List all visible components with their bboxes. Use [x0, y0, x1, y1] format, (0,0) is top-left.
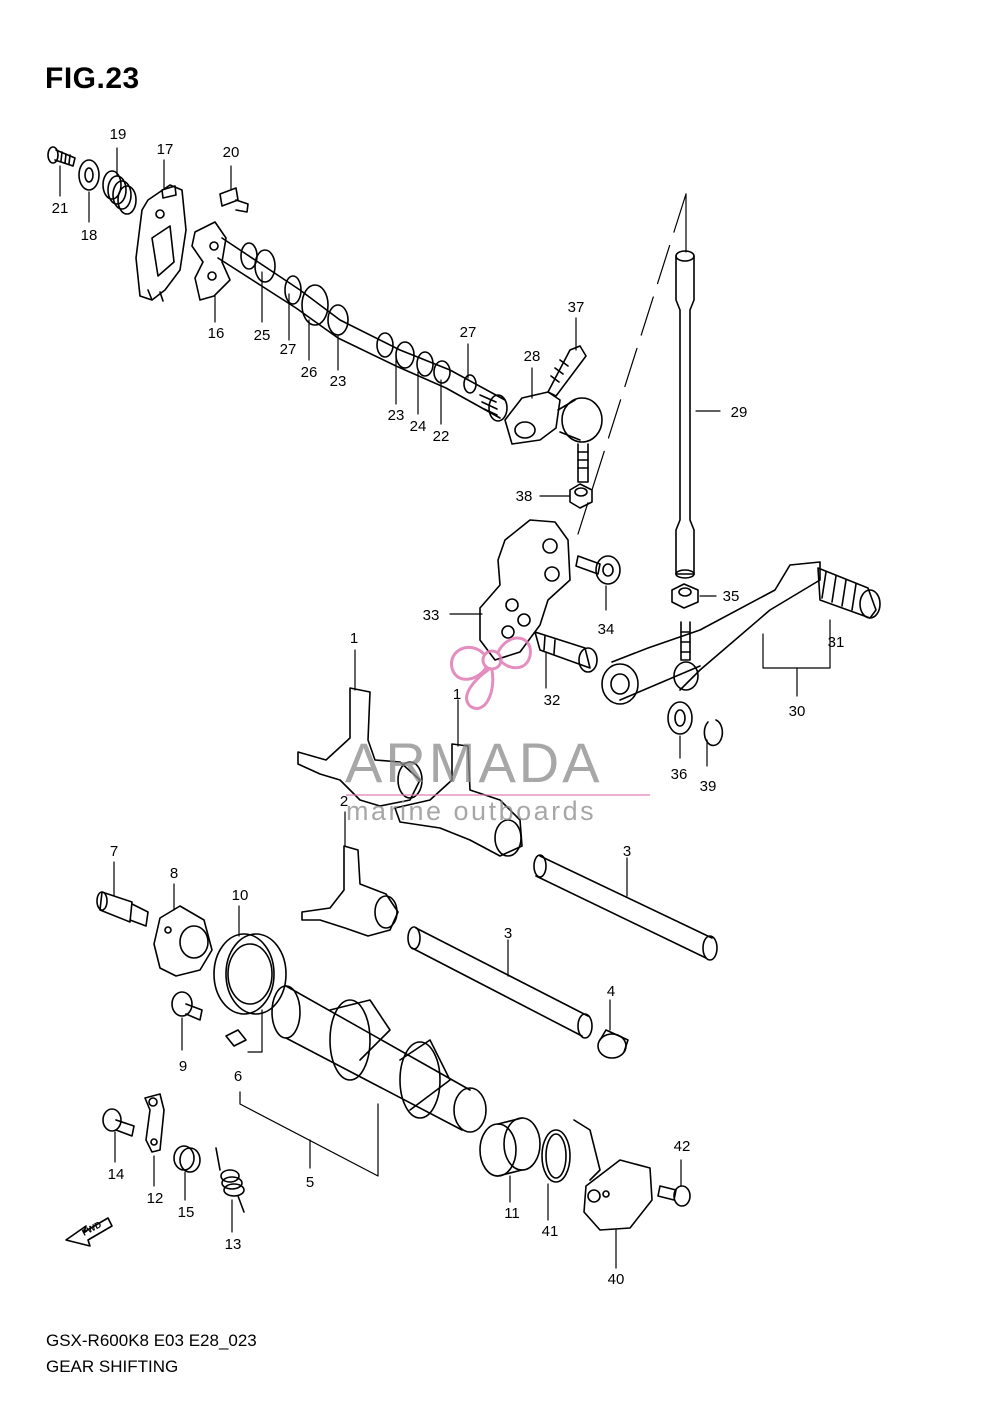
callout-3: 3	[504, 925, 512, 942]
part-35-nut	[671, 583, 699, 609]
callout-31: 31	[828, 634, 845, 651]
part-21-bolt	[47, 146, 76, 167]
callout-27: 27	[460, 324, 477, 341]
part-5-shift-cam	[271, 985, 487, 1133]
callout-2: 2	[340, 793, 348, 810]
shift-lever-joint	[504, 345, 603, 509]
part-2-fork	[301, 845, 399, 937]
callout-30: 30	[789, 703, 806, 720]
callout-8: 8	[170, 865, 178, 882]
part-29-rod	[675, 250, 695, 579]
callout-40: 40	[608, 1271, 625, 1288]
watermark-brand: ARMADA	[345, 731, 603, 794]
part-20-bolt	[219, 187, 249, 213]
callout-32: 32	[544, 692, 561, 709]
callout-41: 41	[542, 1223, 559, 1240]
callout-42: 42	[674, 1138, 691, 1155]
part-13-spring	[215, 1147, 245, 1213]
callout-23: 23	[388, 407, 405, 424]
part-16-arm	[191, 221, 231, 301]
part-17-plate	[135, 184, 187, 302]
callout-28: 28	[524, 348, 541, 365]
footer-model-code: GSX-R600K8 E03 E28_023	[46, 1331, 257, 1350]
watermark-logo	[450, 636, 532, 710]
part-6-pin	[225, 1029, 247, 1047]
callout-15: 15	[178, 1204, 195, 1221]
part-30-shift-lever	[601, 561, 821, 705]
callout-18: 18	[81, 227, 98, 244]
callout-7: 7	[110, 843, 118, 860]
callout-4: 4	[607, 983, 615, 1000]
callout-27: 27	[280, 341, 297, 358]
part-32-pivot	[534, 631, 598, 673]
shift-shaft-assembly	[47, 146, 508, 422]
callout-labels: 1 1 2 3 3 4 5 6 7 8 9 10 11 12 13 14 15 …	[52, 126, 845, 1288]
part-8-stopper-plate	[153, 905, 213, 977]
part-12-stopper	[144, 1093, 165, 1153]
part-33-bracket	[479, 519, 571, 661]
part-3-shaft-right	[533, 854, 718, 961]
part-36-washer	[667, 701, 693, 735]
part-3-shaft-left	[407, 926, 593, 1039]
callout-34: 34	[598, 621, 615, 638]
part-11-bearing	[479, 1117, 541, 1177]
callout-11: 11	[504, 1205, 520, 1222]
callout-1: 1	[350, 630, 358, 647]
part-31-footpeg-rubber	[817, 567, 881, 619]
callout-19: 19	[110, 126, 127, 143]
callout-22: 22	[433, 428, 450, 445]
part-14-bolt	[102, 1108, 135, 1137]
part-1-fork-lower	[394, 743, 523, 857]
callout-16: 16	[208, 325, 225, 342]
part-9-bolt	[171, 991, 203, 1021]
leader-lines	[59, 147, 831, 1269]
callout-24: 24	[410, 418, 427, 435]
callout-35: 35	[723, 588, 740, 605]
callout-13: 13	[225, 1236, 242, 1253]
part-34-bolt	[575, 555, 621, 585]
callout-17: 17	[157, 141, 174, 158]
part-42-bolt	[657, 1185, 691, 1207]
callout-5: 5	[306, 1174, 314, 1191]
callout-21: 21	[52, 200, 69, 217]
callout-29: 29	[731, 404, 748, 421]
footer-section-name: GEAR SHIFTING	[46, 1357, 179, 1376]
part-10-bearing	[213, 933, 287, 1015]
callout-20: 20	[223, 144, 240, 161]
part-41-o-ring	[541, 1129, 571, 1183]
callout-10: 10	[232, 887, 249, 904]
callout-38: 38	[516, 488, 533, 505]
part-15-bushing	[173, 1145, 201, 1173]
callout-25: 25	[254, 327, 271, 344]
part-18-washer	[78, 159, 100, 191]
callout-1: 1	[453, 686, 461, 703]
callout-36: 36	[671, 766, 688, 783]
callout-6: 6	[234, 1068, 242, 1085]
callout-23: 23	[330, 373, 347, 390]
callout-37: 37	[568, 299, 585, 316]
watermark-tagline: marine outboards	[346, 796, 597, 826]
shift-shaft	[217, 237, 508, 422]
callout-14: 14	[108, 1166, 125, 1183]
part-1-fork-upper	[297, 687, 423, 807]
fwd-arrow: FWD	[65, 1217, 113, 1247]
callout-9: 9	[179, 1058, 187, 1075]
part-19-spring	[102, 170, 137, 215]
callout-12: 12	[147, 1190, 164, 1207]
callout-26: 26	[301, 364, 318, 381]
part-4-plug	[597, 1029, 629, 1059]
figure-title: FIG.23	[45, 62, 140, 95]
callout-39: 39	[700, 778, 717, 795]
part-7-pin	[96, 891, 149, 927]
callout-3: 3	[623, 843, 631, 860]
part-40-cover	[573, 1119, 653, 1231]
callout-33: 33	[423, 607, 440, 624]
part-39-clip	[703, 719, 724, 747]
